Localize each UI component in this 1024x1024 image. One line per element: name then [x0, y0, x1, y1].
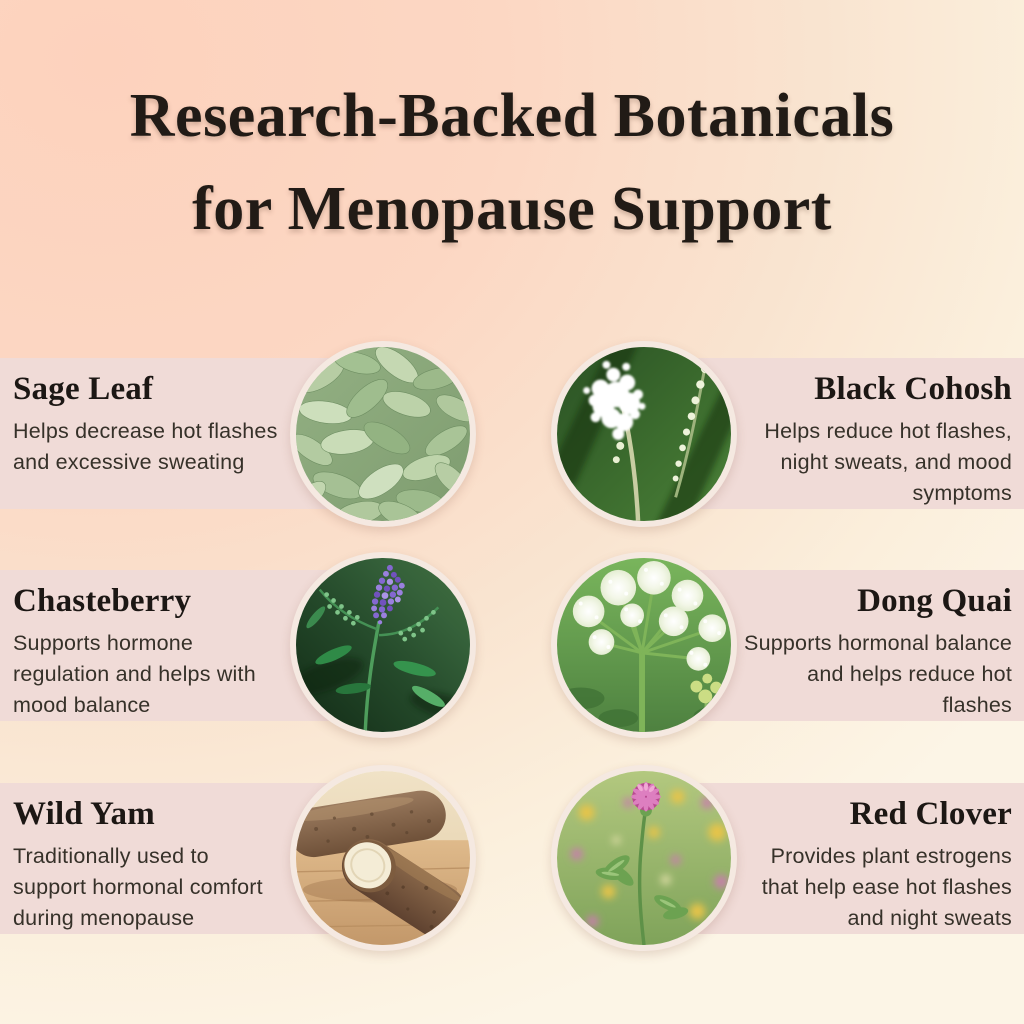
dong-quai-text: Dong Quai Supports hormonal balance and … — [720, 583, 1012, 721]
item-name: Black Cohosh — [814, 371, 1012, 407]
item-name: Red Clover — [849, 796, 1012, 832]
black-cohosh-text: Black Cohosh Helps reduce hot flashes, n… — [720, 371, 1012, 509]
item-description: Helps reduce hot flashes, night sweats, … — [764, 418, 1012, 505]
page-title: Research-Backed Botanicals for Menopause… — [0, 70, 1024, 256]
item-description: Provides plant estrogens that help ease … — [761, 843, 1012, 930]
black-cohosh-illustration — [557, 347, 731, 521]
black-cohosh-flower-photo — [551, 341, 737, 527]
red-clover-illustration — [557, 771, 731, 945]
item-name: Dong Quai — [857, 583, 1012, 619]
chasteberry-illustration — [296, 558, 470, 732]
item-description: Supports hormonal balance and helps redu… — [744, 630, 1012, 717]
title-line-2: for Menopause Support — [192, 175, 832, 243]
item-name: Chasteberry — [13, 583, 192, 619]
sage-leaf-text: Sage Leaf Helps decrease hot flashes and… — [13, 371, 289, 478]
chasteberry-flower-photo — [290, 552, 476, 738]
item-description: Supports hormone regulation and helps wi… — [13, 630, 256, 717]
red-clover-text: Red Clover Provides plant estrogens that… — [720, 796, 1012, 934]
item-name: Sage Leaf — [13, 371, 154, 407]
sage-leaves-photo — [290, 341, 476, 527]
sage-leaves-illustration — [296, 347, 470, 521]
dong-quai-flower-photo — [551, 552, 737, 738]
title-line-1: Research-Backed Botanicals — [129, 82, 895, 150]
wild-yam-illustration — [296, 771, 470, 945]
red-clover-flower-photo — [551, 765, 737, 951]
dong-quai-illustration — [557, 558, 731, 732]
purple-flower-spike — [371, 564, 405, 625]
wild-yam-root-photo — [290, 765, 476, 951]
wild-yam-text: Wild Yam Traditionally used to support h… — [13, 796, 289, 934]
chasteberry-text: Chasteberry Supports hormone regulation … — [13, 583, 289, 721]
item-description: Helps decrease hot flashes and excessive… — [13, 418, 278, 474]
item-name: Wild Yam — [13, 796, 155, 832]
item-description: Traditionally used to support hormonal c… — [13, 843, 263, 930]
